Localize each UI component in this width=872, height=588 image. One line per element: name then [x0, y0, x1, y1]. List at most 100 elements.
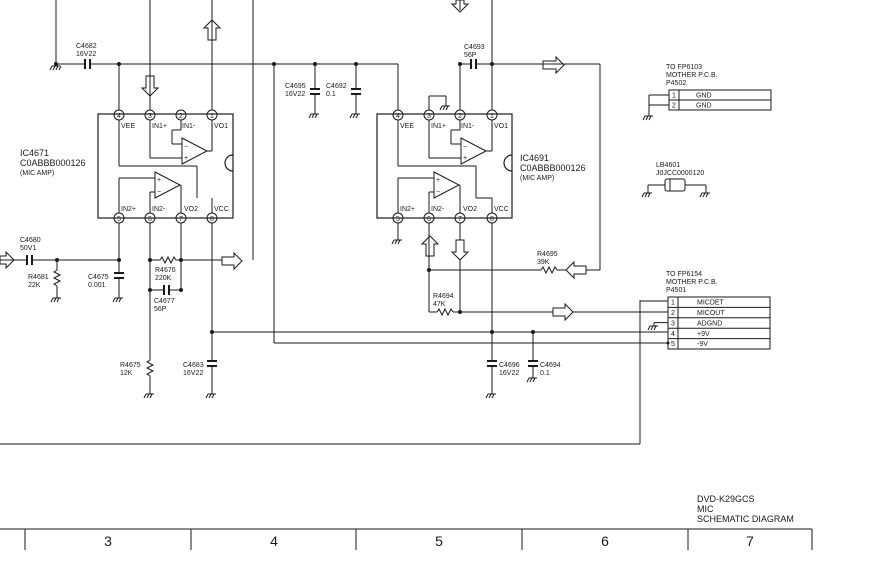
c4680-val: 50V1	[20, 245, 36, 252]
r4675-val: 12K	[120, 370, 133, 377]
c4682-ref: C4682	[76, 43, 97, 50]
c4692-ref: C4692	[326, 83, 347, 90]
ic4671-label: IN2-	[152, 206, 166, 213]
r4676-val: 220K	[155, 275, 172, 282]
ic4671-pin: 1	[210, 113, 214, 120]
c4695-ref: C4695	[285, 83, 306, 90]
lb4601-ref: LB4601	[656, 162, 680, 169]
r4675-ref: R4675	[120, 362, 141, 369]
bead-lb4601: LB4601 J0JCC0000120	[647, 162, 707, 193]
svg-text:+: +	[184, 155, 188, 162]
svg-text:+: +	[157, 177, 161, 184]
ic4671-pin: 8	[210, 216, 214, 223]
p4501-board: MOTHER P.C.B.	[666, 279, 718, 286]
zone-label: 6	[601, 533, 609, 549]
svg-text:-9V: -9V	[697, 341, 708, 348]
ic4671-pin: 3	[148, 113, 152, 120]
zone-label: 7	[746, 533, 754, 549]
zone-label: 3	[104, 533, 112, 549]
svg-text:3: 3	[671, 320, 675, 327]
c4696-ref: C4696	[499, 362, 520, 369]
ic4671-pin: 6	[148, 216, 152, 223]
svg-text:−: −	[436, 189, 440, 196]
lb4601-val: J0JCC0000120	[656, 170, 704, 177]
component-labels: C4682 16V22 C4693 56P C4695 16V22 C4692 …	[20, 43, 561, 377]
r4676-ref: R4676	[155, 267, 176, 274]
ic4671-part: C0ABBB000126	[20, 158, 86, 168]
c4675-ref: C4675	[88, 274, 109, 281]
top-bus	[54, 59, 601, 343]
svg-text:ADGND: ADGND	[697, 320, 722, 327]
ic4691: 4 3 2 1 VEE IN1+ IN1- VO1 5 6 7 8 IN2+ I…	[376, 109, 513, 224]
r4681-ref: R4681	[28, 274, 49, 281]
c4680-ref: C4680	[20, 237, 41, 244]
svg-text:GND: GND	[696, 103, 712, 110]
ic4691-pin: 3	[427, 113, 431, 120]
svg-text:GND: GND	[696, 93, 712, 100]
r4695-val: 39K	[537, 259, 550, 266]
p4501-ref: P4501	[666, 287, 686, 294]
svg-text:1: 1	[671, 300, 675, 307]
ic4671-pin: 4	[117, 113, 121, 120]
c4677-ref: C4677	[154, 298, 175, 305]
ic4691-desc: (MIC AMP)	[520, 175, 554, 182]
p4502-to: TO FP6103	[666, 64, 702, 71]
ic4691-part: C0ABBB000126	[520, 163, 586, 173]
ic4671-pin: 7	[179, 216, 183, 223]
connector-p4502: TO FP6103 MOTHER P.C.B. P4502 1 2 GND GN…	[648, 64, 772, 116]
c4693-ref: C4693	[464, 44, 485, 51]
ic4691-pin: 8	[490, 216, 494, 223]
left-lower-wiring	[0, 223, 640, 394]
c4677-val: 56P	[154, 306, 167, 313]
p4502-board: MOTHER P.C.B.	[666, 72, 718, 79]
mid-lower-wiring	[397, 223, 640, 394]
ic4691-label: VCC	[494, 206, 509, 213]
ic4691-ref: IC4691	[520, 153, 549, 163]
c4682-val: 16V22	[76, 51, 96, 58]
ic4671-pin: 2	[179, 113, 183, 120]
svg-text:+9V: +9V	[697, 331, 710, 338]
return-wire	[0, 300, 668, 445]
r4694-val: 47K	[433, 301, 446, 308]
svg-text:MICOUT: MICOUT	[697, 310, 725, 317]
ic4691-label: VO2	[463, 206, 477, 213]
c4683-val: 16V22	[183, 370, 203, 377]
signal-arrows	[0, 0, 587, 322]
p4502-ref: P4502	[666, 80, 686, 87]
ic4671-label: VO1	[214, 123, 228, 130]
r4695-ref: R4695	[537, 251, 558, 258]
section-name: MIC	[697, 504, 714, 514]
svg-text:1: 1	[672, 93, 676, 100]
ic4671-label: IN1-	[182, 123, 196, 130]
svg-text:2: 2	[672, 103, 676, 110]
c4675-val: 0.001	[88, 282, 106, 289]
connector-p4501: TO FP6154 MOTHER P.C.B. P4501 1 2 3 4 5 …	[640, 271, 771, 350]
ic4671-pin: 5	[117, 216, 121, 223]
ic4671-label: VEE	[121, 123, 135, 130]
svg-text:5: 5	[671, 341, 675, 348]
ic4691-pin: 4	[396, 113, 400, 120]
svg-text:−: −	[157, 189, 161, 196]
c4694-ref: C4694	[540, 362, 561, 369]
ic4691-label: IN2+	[400, 206, 415, 213]
ic4671-label: IN2+	[121, 206, 136, 213]
svg-text:−: −	[463, 144, 467, 151]
ic4691-pin: 6	[427, 216, 431, 223]
ic4691-pin: 1	[490, 113, 494, 120]
ic4671-ref: IC4671	[20, 148, 49, 158]
svg-text:+: +	[463, 155, 467, 162]
upper-wires	[55, 0, 493, 260]
model-name: DVD-K29GCS	[697, 494, 755, 504]
zone-ruler: 3 4 5 6 7	[0, 528, 813, 550]
ic4671-label: IN1+	[152, 123, 167, 130]
ic4691-pin: 2	[458, 113, 462, 120]
r4681-val: 22K	[28, 282, 41, 289]
zone-label: 4	[270, 533, 278, 549]
c4696-val: 16V22	[499, 370, 519, 377]
ic4671-label: VO2	[184, 206, 198, 213]
c4683-ref: C4683	[183, 362, 204, 369]
svg-text:2: 2	[671, 310, 675, 317]
svg-text:MICDET: MICDET	[697, 300, 725, 307]
c4694-val: 0.1	[540, 370, 550, 377]
